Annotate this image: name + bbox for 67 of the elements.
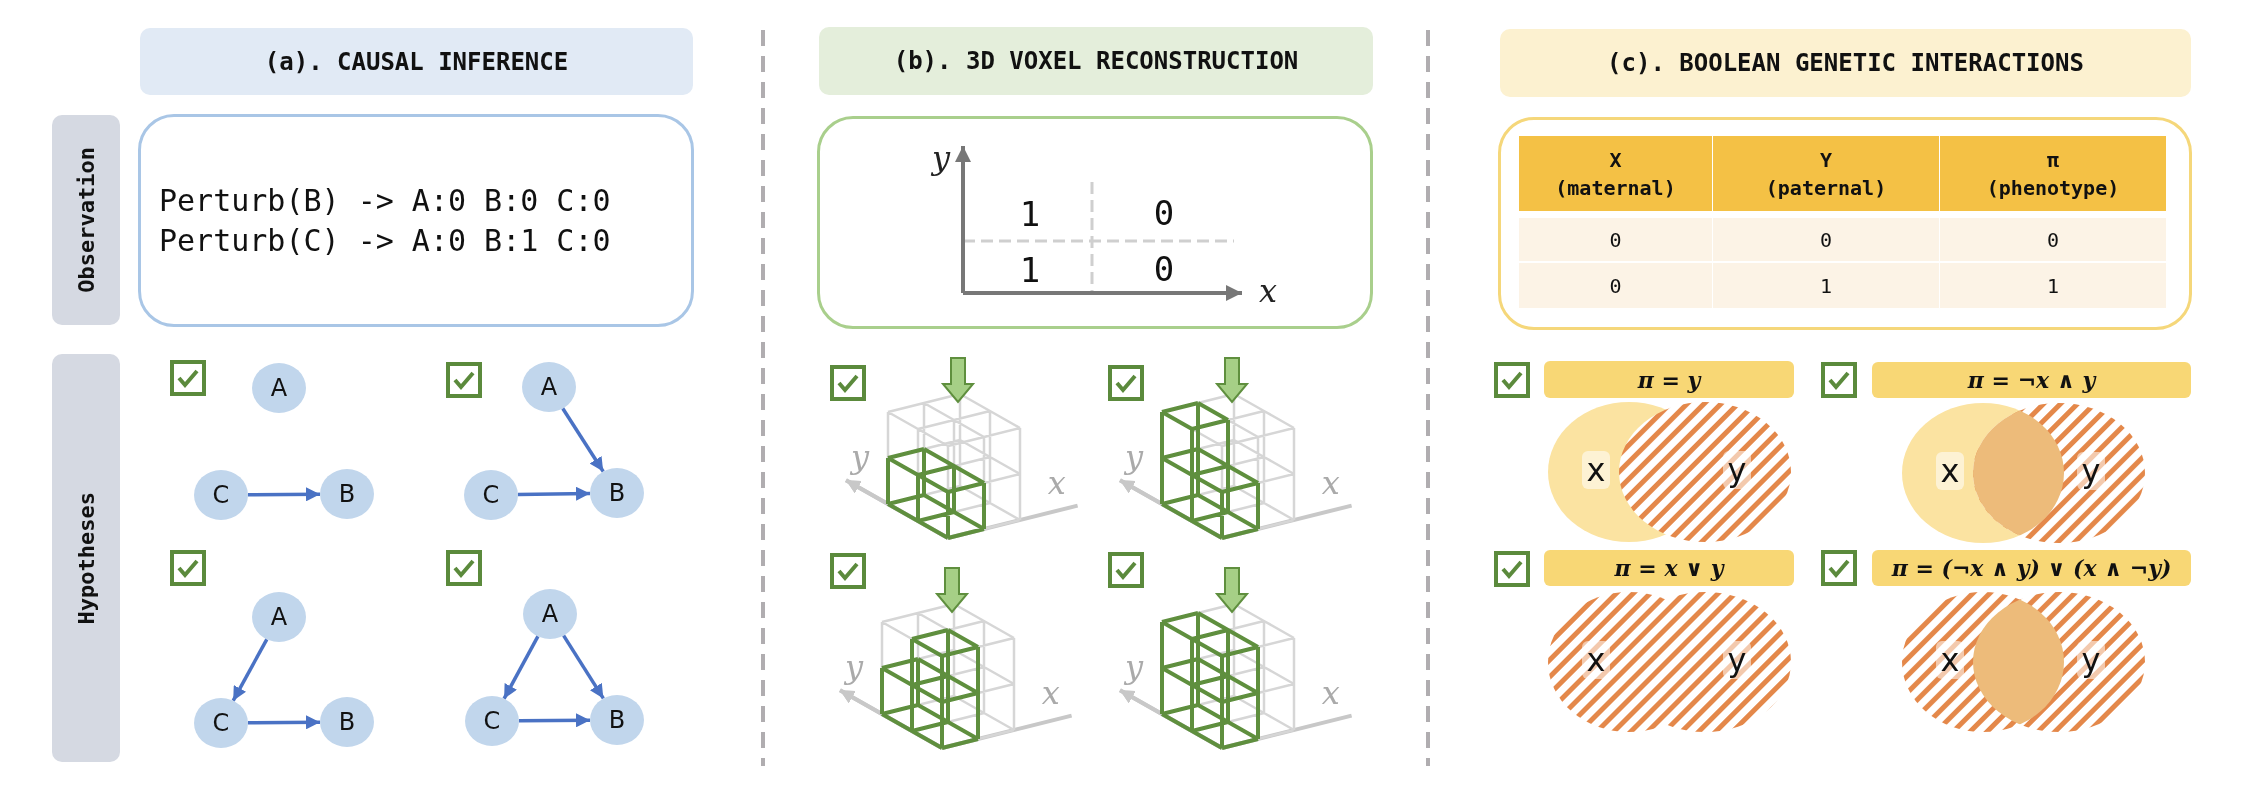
table-header-cell: X (maternal): [1519, 136, 1712, 211]
graph-node-circle: A: [523, 589, 577, 639]
graph-node-circle: B: [590, 695, 644, 745]
graph-node-circle: C: [464, 470, 518, 520]
arrow: [519, 713, 590, 728]
graph-node-circle: C: [194, 470, 248, 520]
graph-node-circle: A: [522, 362, 576, 412]
table-cell: 1: [1713, 263, 1939, 308]
grid-value: 0: [1152, 249, 1176, 289]
graph-node-circle: B: [590, 468, 644, 518]
arrow: [231, 638, 269, 702]
axis-label: x: [1320, 674, 1341, 713]
set-label: x: [1582, 641, 1610, 679]
grid-value: 0: [1152, 193, 1176, 233]
graph-node-circle: C: [194, 698, 248, 748]
panel-header: (a). CAUSAL INFERENCE: [140, 28, 693, 95]
axis-label: y: [1123, 437, 1145, 476]
grid-value: 1: [1018, 194, 1042, 234]
axis-label: x: [1320, 464, 1341, 503]
observation-box: [138, 114, 694, 327]
panel-header: (c). BOOLEAN GENETIC INTERACTIONS: [1500, 29, 2191, 97]
arrow: [562, 634, 605, 700]
axis-label: y: [843, 647, 865, 686]
set-label: y: [1723, 451, 1751, 489]
row-header: [52, 354, 120, 762]
axis-label: y: [849, 437, 871, 476]
graph-node-circle: B: [320, 697, 374, 747]
grid-value: 1: [1018, 250, 1042, 290]
axis-label: x: [1040, 674, 1061, 713]
formula-banner: π = y: [1544, 361, 1794, 398]
axis-label: y: [1123, 647, 1145, 686]
axis-label: x: [1257, 272, 1278, 310]
table-cell: 0: [1519, 263, 1712, 308]
set-label: y: [2077, 641, 2105, 679]
formula-banner: π = (¬x ∧ y) ∨ (x ∧ ¬y): [1872, 550, 2191, 586]
table-cell: 1: [1940, 263, 2166, 308]
observation-box: [1498, 117, 2192, 330]
code-line: Perturb(B) -> A:0 B:0 C:0: [159, 181, 612, 220]
table-header-cell: π (phenotype): [1940, 136, 2166, 211]
axis-label: x: [1046, 464, 1067, 503]
row-label: Hypotheses: [73, 491, 99, 625]
table-cell: 0: [1713, 218, 1939, 261]
set-label: y: [2077, 452, 2105, 490]
observation-box: [817, 116, 1373, 329]
formula-banner: π = ¬x ∧ y: [1872, 362, 2191, 398]
arrow: [517, 486, 591, 501]
axis-label: y: [930, 139, 952, 177]
arrow: [248, 715, 320, 730]
set-label: x: [1582, 451, 1610, 489]
set-label: x: [1936, 452, 1964, 490]
row-header: [52, 115, 120, 325]
graph-node-circle: B: [320, 469, 374, 519]
panel-header: (b). 3D VOXEL RECONSTRUCTION: [819, 27, 1373, 95]
formula-banner: π = x ∨ y: [1544, 550, 1794, 586]
arrow: [502, 635, 540, 700]
set-label: x: [1936, 641, 1964, 679]
code-line: Perturb(C) -> A:0 B:1 C:0: [159, 221, 612, 260]
table-cell: 0: [1519, 218, 1712, 261]
arrow: [248, 487, 320, 502]
graph-node-circle: A: [252, 363, 306, 413]
table-header-cell: Y (paternal): [1713, 136, 1939, 211]
graph-node-circle: C: [465, 696, 519, 746]
arrow: [561, 407, 605, 473]
table-cell: 0: [1940, 218, 2166, 261]
set-label: y: [1723, 641, 1751, 679]
graph-node-circle: A: [252, 592, 306, 642]
row-label: Observation: [73, 147, 99, 293]
